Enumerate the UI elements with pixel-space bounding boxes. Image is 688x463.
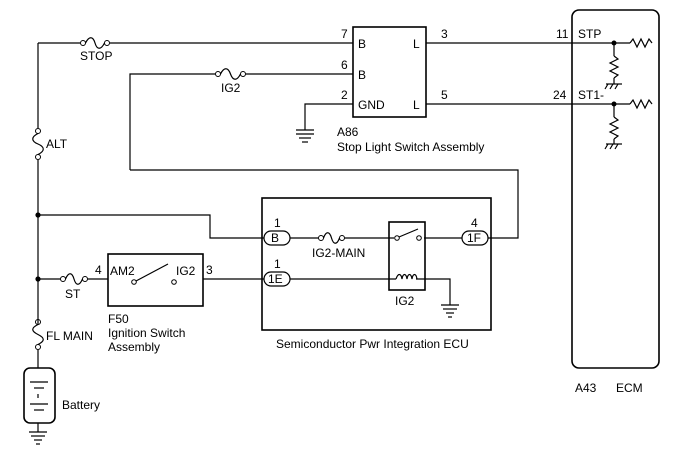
fuse-ig2-icon (215, 68, 246, 80)
stop-light-switch-box (352, 26, 427, 118)
ecu-connector-1f: 1F (461, 230, 489, 246)
battery-icon (30, 381, 48, 411)
ground-icon (296, 129, 314, 143)
fuse-fl-main-icon (32, 319, 44, 350)
f50-name-line1: Ignition Switch (108, 326, 185, 340)
ground-icon (29, 431, 47, 445)
a86-terminal-l: L (413, 37, 420, 51)
relay-ig2-label: IG2 (395, 294, 415, 308)
ecm-internal-circuit-st1 (572, 98, 653, 150)
a86-pin-3: 3 (441, 27, 448, 41)
ig2-relay-box (388, 221, 426, 291)
ground-icon (441, 304, 459, 318)
a86-id: A86 (337, 125, 359, 139)
f50-terminal-ig2: IG2 (176, 264, 196, 278)
ignition-switch-contact-icon (131, 263, 177, 285)
a86-pin-5: 5 (441, 88, 448, 102)
f50-terminal-am2: AM2 (110, 264, 135, 278)
a86-terminal-b: B (358, 37, 366, 51)
ecu-connector-1e: 1E (263, 271, 291, 287)
ignition-switch-box (107, 253, 204, 307)
ecu-pin-e: 1 (274, 257, 281, 271)
fuse-stop-label: STOP (80, 49, 112, 63)
relay-coil-icon (395, 273, 418, 280)
junction-dot (35, 276, 41, 282)
ecm-pin-11: 11 (556, 27, 569, 41)
battery-label: Battery (62, 398, 100, 412)
battery-box (23, 367, 56, 424)
ecu-pin-f: 4 (471, 216, 478, 230)
ecu-connector-1f-label: 1F (467, 231, 481, 245)
ecu-connector-b-label: B (271, 231, 279, 245)
fuse-st-icon (60, 273, 88, 285)
a86-pin-6: 6 (341, 58, 348, 72)
relay-contact-icon (394, 228, 422, 241)
f50-pin-3: 3 (206, 263, 213, 277)
a86-terminal-b: B (358, 68, 366, 82)
ecu-name: Semiconductor Pwr Integration ECU (276, 337, 469, 351)
fuse-ig2-main-icon (318, 232, 345, 244)
fuse-fl-main-label: FL MAIN (46, 329, 93, 343)
a86-pin-2: 2 (341, 88, 348, 102)
ecm-name: ECM (616, 381, 643, 395)
a86-name: Stop Light Switch Assembly (337, 140, 484, 154)
fuse-st-label: ST (65, 287, 81, 301)
f50-name-line2: Assembly (108, 340, 160, 354)
wires (37, 42, 572, 368)
a86-pin-7: 7 (341, 27, 348, 41)
a86-terminal-gnd: GND (358, 98, 385, 112)
fuse-stop-icon (80, 37, 110, 49)
ecm-box (571, 9, 660, 369)
a86-terminal-l: L (413, 98, 420, 112)
fuse-alt-icon (32, 128, 44, 160)
f50-pin-4: 4 (95, 263, 102, 277)
junction-dot (35, 212, 41, 218)
ecu-connector-1e-label: 1E (268, 272, 283, 286)
f50-id: F50 (108, 312, 129, 326)
ecu-box (261, 197, 492, 331)
ecu-pin-b: 1 (274, 216, 281, 230)
fuse-ig2-main-label: IG2-MAIN (312, 246, 365, 260)
fuse-alt-label: ALT (46, 137, 68, 151)
ecm-internal-circuit-stp (572, 37, 653, 90)
ecm-terminal-st1: ST1- (578, 88, 604, 102)
ecu-connector-b: B (263, 230, 291, 246)
ecm-terminal-stp: STP (578, 27, 601, 41)
fuse-ig2-label: IG2 (221, 81, 241, 95)
ecm-pin-24: 24 (553, 88, 567, 102)
ecm-id: A43 (575, 381, 597, 395)
